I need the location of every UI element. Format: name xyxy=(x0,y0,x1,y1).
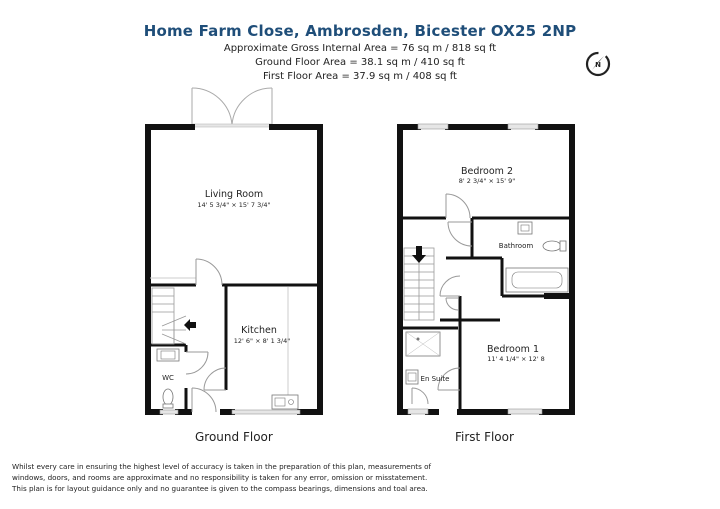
ground-area-text: Ground Floor Area = 38.1 sq m / 410 sq f… xyxy=(255,57,465,68)
disclaimer-line-1: Whilst every care in ensuring the highes… xyxy=(12,462,432,471)
ground-stairs xyxy=(151,287,187,345)
first-floor-plan: Bedroom 2 8' 2 3/4" × 15' 9" Bathroom Be… xyxy=(397,123,575,415)
airing-cupboard-door xyxy=(445,297,459,311)
compass-north-letter: N xyxy=(595,61,601,69)
bedroom1-door xyxy=(439,275,461,297)
living-room-label: Living Room xyxy=(205,189,263,200)
en-suite-label: En Suite xyxy=(421,375,450,383)
en-suite-basin xyxy=(405,369,419,385)
entrance-door xyxy=(191,387,217,413)
first-area-text: First Floor Area = 37.9 sq m / 408 sq ft xyxy=(263,71,457,82)
wc-door xyxy=(185,351,209,375)
kitchen-label: Kitchen xyxy=(241,325,277,336)
bathroom-door xyxy=(447,221,473,247)
bedroom2-door xyxy=(445,193,471,219)
bedroom1-dims: 11' 4 1/4" × 12' 8 xyxy=(487,355,545,363)
living-room-door xyxy=(195,258,223,286)
first-floor-label: First Floor xyxy=(455,430,514,444)
stairs-down-arrow-icon xyxy=(412,246,426,263)
gross-area-text: Approximate Gross Internal Area = 76 sq … xyxy=(223,43,497,54)
wc-label: WC xyxy=(162,374,174,382)
disclaimer-line-3: This plan is for layout guidance only an… xyxy=(12,484,428,493)
disclaimer: Whilst every care in ensuring the highes… xyxy=(12,461,712,494)
bedroom2-label: Bedroom 2 xyxy=(461,166,513,177)
en-suite-door xyxy=(437,367,461,391)
disclaimer-line-2: windows, doors, and rooms are approximat… xyxy=(12,473,428,482)
kitchen-sink xyxy=(271,394,299,410)
ground-floor-label: Ground Floor xyxy=(195,430,273,444)
compass-icon: N xyxy=(585,51,611,77)
french-doors xyxy=(191,87,273,126)
wc-toilet xyxy=(162,388,174,409)
en-suite-shower xyxy=(405,331,441,357)
kitchen-dims: 12' 6" × 8' 1 3/4" xyxy=(234,337,290,345)
stairs-arrow-icon xyxy=(184,319,196,331)
living-room-dims: 14' 5 3/4" × 15' 7 3/4" xyxy=(197,201,270,209)
bathroom-basin xyxy=(517,221,533,235)
bathroom-toilet xyxy=(542,240,567,252)
bathtub xyxy=(505,267,569,293)
bathroom-label: Bathroom xyxy=(499,242,534,250)
en-suite-window-door xyxy=(411,387,429,405)
wc-basin xyxy=(156,348,180,362)
kitchen-door xyxy=(203,367,227,391)
ground-floor-plan: Living Room 14' 5 3/4" × 15' 7 3/4" Kitc… xyxy=(145,87,323,415)
bedroom1-label: Bedroom 1 xyxy=(487,344,539,355)
bedroom2-dims: 8' 2 3/4" × 15' 9" xyxy=(459,177,515,185)
page-title: Home Farm Close, Ambrosden, Bicester OX2… xyxy=(143,22,577,40)
